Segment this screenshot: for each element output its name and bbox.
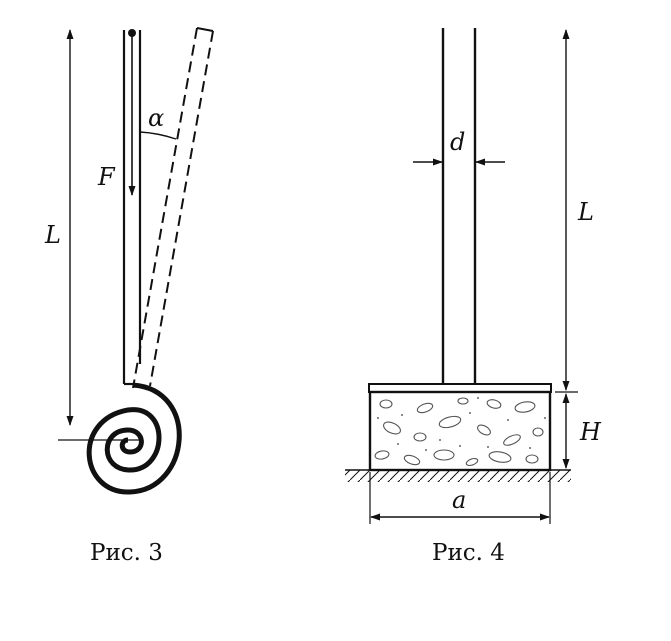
ground <box>345 469 571 482</box>
dimension-h: H <box>555 391 602 469</box>
label-f: F <box>97 163 116 191</box>
concrete-base <box>368 390 552 472</box>
pole <box>441 28 477 384</box>
caption-fig4: Рис. 4 <box>432 540 505 566</box>
rod-deflected <box>132 27 214 389</box>
figure-4: d L <box>345 28 602 524</box>
label-l-fig4: L <box>577 198 594 226</box>
angle-alpha: α <box>139 104 177 140</box>
dimension-l-fig4: L <box>562 29 594 391</box>
label-l-fig3: L <box>44 221 61 249</box>
base-plate <box>368 383 552 393</box>
force-arrow: F <box>97 29 136 196</box>
label-alpha: α <box>148 104 164 132</box>
label-a: a <box>452 486 466 514</box>
rod-upright <box>122 30 142 386</box>
figure-3: L F α <box>44 27 214 495</box>
dimension-l-fig3: L <box>44 29 140 441</box>
dimension-a: a <box>369 472 551 524</box>
caption-fig3: Рис. 3 <box>90 540 163 566</box>
label-d: d <box>450 128 465 156</box>
dimension-d: d <box>413 128 505 166</box>
label-h: H <box>579 418 602 446</box>
spiral-spring <box>86 382 182 495</box>
